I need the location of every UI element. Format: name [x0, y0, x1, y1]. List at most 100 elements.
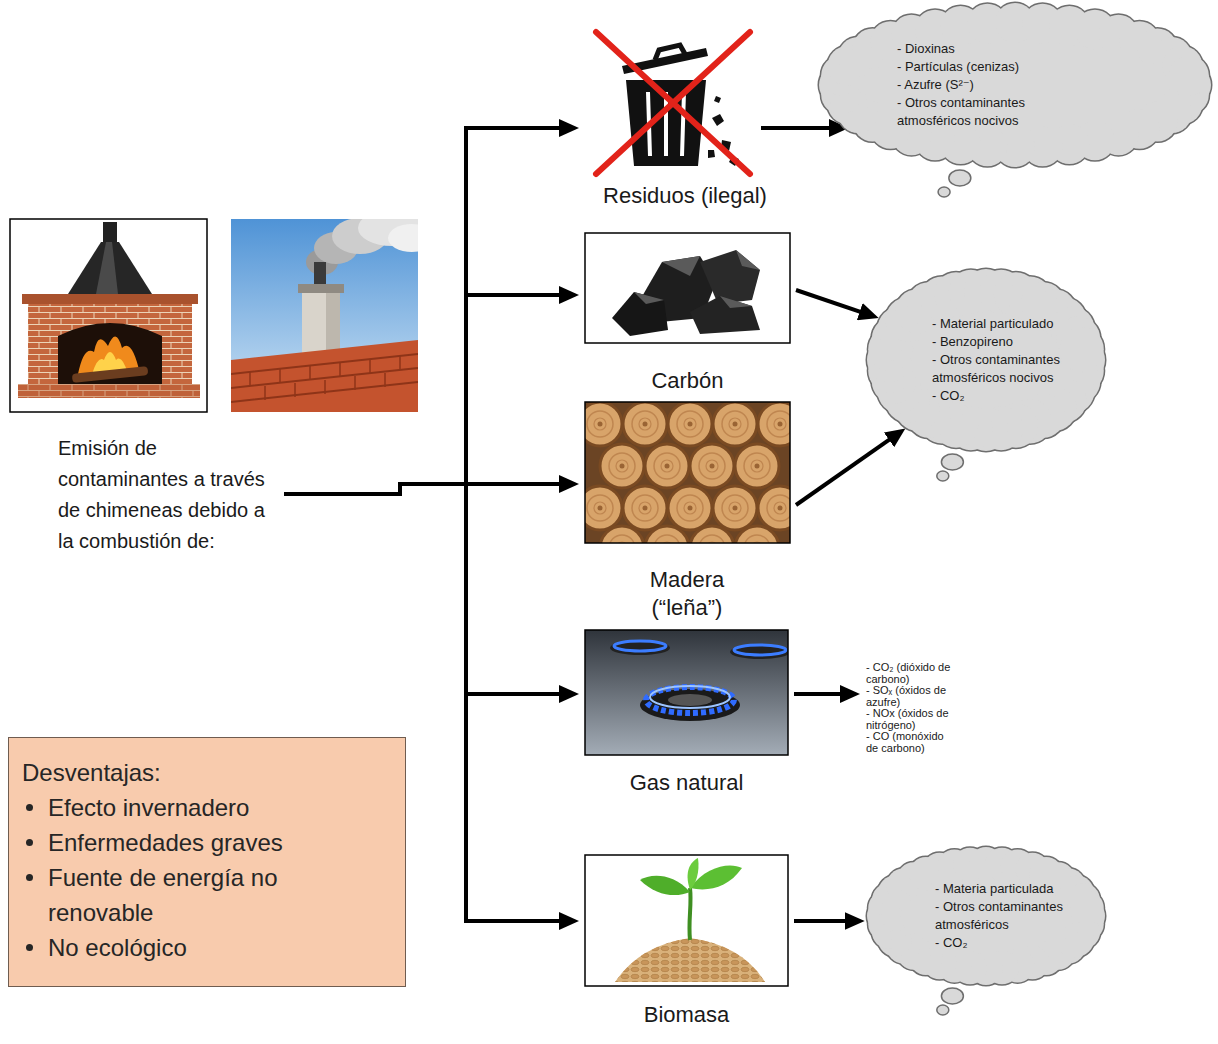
- bullet-text: Efecto invernadero: [48, 790, 348, 825]
- firewood-photo: [585, 402, 790, 543]
- bullet-item: Efecto invernadero: [22, 790, 393, 825]
- chimney-photo: [250, 356, 400, 400]
- cloud-tail: [938, 187, 950, 197]
- arrow-connector: [796, 434, 897, 505]
- bullet-dot: [26, 804, 33, 811]
- bullet-item: Fuente de energía no renovable: [22, 860, 393, 930]
- chimney-photo: [388, 224, 418, 252]
- fireplace-photo: [10, 219, 207, 412]
- cloud-bump: [1070, 891, 1104, 925]
- fuel-box: Biomasa: [585, 855, 788, 1029]
- bullet-dot: [26, 839, 33, 846]
- fireplace-photo: [103, 222, 117, 242]
- pollutant-item: - Benzopireno: [932, 333, 1072, 351]
- coal-photo: [700, 250, 760, 304]
- cloud-tail: [941, 988, 963, 1004]
- fireplace-photo: [22, 294, 198, 304]
- gas-burner-photo: [614, 641, 666, 651]
- cloud-text-block: - Materia particulada- Otros contaminant…: [935, 880, 1075, 952]
- bullet-text: Enfermedades graves: [48, 825, 348, 860]
- firewood-photo: [600, 526, 644, 543]
- gas-burner-photo: [646, 687, 734, 713]
- cloud-bump: [1060, 327, 1104, 371]
- firewood-photo: [735, 444, 779, 488]
- firewood-photo: [713, 486, 757, 530]
- fireplace-photo: [18, 384, 200, 398]
- arrow-connector: [794, 692, 850, 696]
- pollutant-list: - CO₂ (dióxido de carbono)- SOₓ (óxidos …: [866, 662, 958, 754]
- pollutant-item: - SOₓ (óxidos de azufre): [866, 685, 958, 708]
- cloud-fill: [819, 3, 1211, 167]
- pollutant-cloud: - Materia particulada- Otros contaminant…: [866, 846, 1106, 986]
- chimney-photo: [231, 219, 418, 412]
- fireplace-photo: [68, 242, 152, 294]
- cloud-bump: [1169, 55, 1209, 95]
- firewood-photo: [690, 444, 734, 488]
- fuel-caption: Residuos (ilegal): [570, 182, 800, 210]
- biomass-photo: [640, 876, 690, 895]
- cloud-text-block: - Dioxinas- Partículas (cenizas)- Azufre…: [897, 40, 1047, 130]
- pollutant-item: - Material particulado: [932, 315, 1072, 333]
- pollutant-item: - Otros contaminantes atmosféricos nociv…: [932, 351, 1072, 387]
- pollutant-item: - Azufre (S²⁻): [897, 76, 1047, 94]
- fuel-box: Gas natural: [585, 630, 788, 797]
- gas-burner-photo: [585, 630, 788, 755]
- coal-photo: [585, 233, 790, 343]
- biomass-photo: [615, 938, 765, 982]
- cloud-bump: [1169, 55, 1209, 95]
- firewood-photo: [735, 526, 779, 543]
- fuel-caption: Madera (“leña”): [627, 566, 747, 622]
- cloud-shape: [866, 846, 1106, 986]
- firewood-photo: [585, 486, 622, 530]
- cloud-fill: [867, 269, 1105, 451]
- waste-icon: [596, 32, 750, 174]
- waste-icon: [655, 45, 685, 60]
- firewood-photo: [713, 402, 757, 446]
- biomass-photo: [585, 855, 788, 986]
- fuel-box: Carbón: [585, 233, 790, 395]
- firewood-photo: [668, 402, 712, 446]
- bullet-text: No ecológico: [48, 930, 348, 965]
- pollutant-cloud: - Dioxinas- Partículas (cenizas)- Azufre…: [818, 2, 1212, 168]
- pollutant-item: - CO₂: [932, 387, 1072, 405]
- cloud-bump: [1060, 327, 1104, 371]
- coal-photo: [612, 292, 668, 336]
- cloud-tail: [941, 454, 963, 470]
- gas-burner-photo: [734, 645, 786, 655]
- fuel-label: Biomasa: [585, 1001, 788, 1029]
- gas-burner-photo: [610, 641, 670, 655]
- fuel-label: Madera (“leña”): [627, 566, 747, 622]
- fuel-caption: Biomasa: [585, 1001, 788, 1029]
- pollutant-item: - Dioxinas: [897, 40, 1047, 58]
- panel-heading: Desventajas:: [22, 756, 393, 790]
- chimney-photo: [231, 340, 418, 412]
- chimney-photo: [314, 262, 326, 286]
- disadvantages-box: Desventajas:Efecto invernaderoEnfermedad…: [8, 737, 406, 987]
- firewood-photo: [668, 486, 712, 530]
- firewood-photo: [585, 402, 622, 446]
- pollutant-item: - Partículas (cenizas): [897, 58, 1047, 76]
- fuel-caption: Gas natural: [585, 769, 788, 797]
- firewood-photo: [578, 402, 802, 570]
- chimney-photo: [298, 284, 344, 293]
- cloud-bump: [1070, 891, 1104, 925]
- gas-burner-photo: [585, 630, 790, 755]
- gas-burner-photo: [585, 630, 788, 755]
- caption-text: Emisión de contaminantes a través de chi…: [58, 433, 278, 557]
- bullet-dot: [26, 944, 33, 951]
- pollutant-item: - Otros contaminantes atmosféricos nociv…: [897, 94, 1047, 130]
- bullet-dot: [26, 874, 33, 881]
- cloud-fill: [867, 847, 1105, 985]
- firewood-photo: [758, 486, 790, 530]
- biomass-photo: [585, 855, 788, 986]
- firewood-photo: [645, 444, 689, 488]
- fireplace-photo: [28, 304, 192, 384]
- arrow-connector: [284, 484, 569, 694]
- arrow-connector: [284, 128, 569, 494]
- pollutant-cloud: - Material particulado- Benzopireno- Otr…: [866, 268, 1106, 452]
- gas-burner-photo: [650, 686, 730, 708]
- pollutant-item: - CO (monóxido de carbono): [866, 731, 958, 754]
- firewood-photo: [623, 486, 667, 530]
- biomass-photo: [615, 938, 765, 982]
